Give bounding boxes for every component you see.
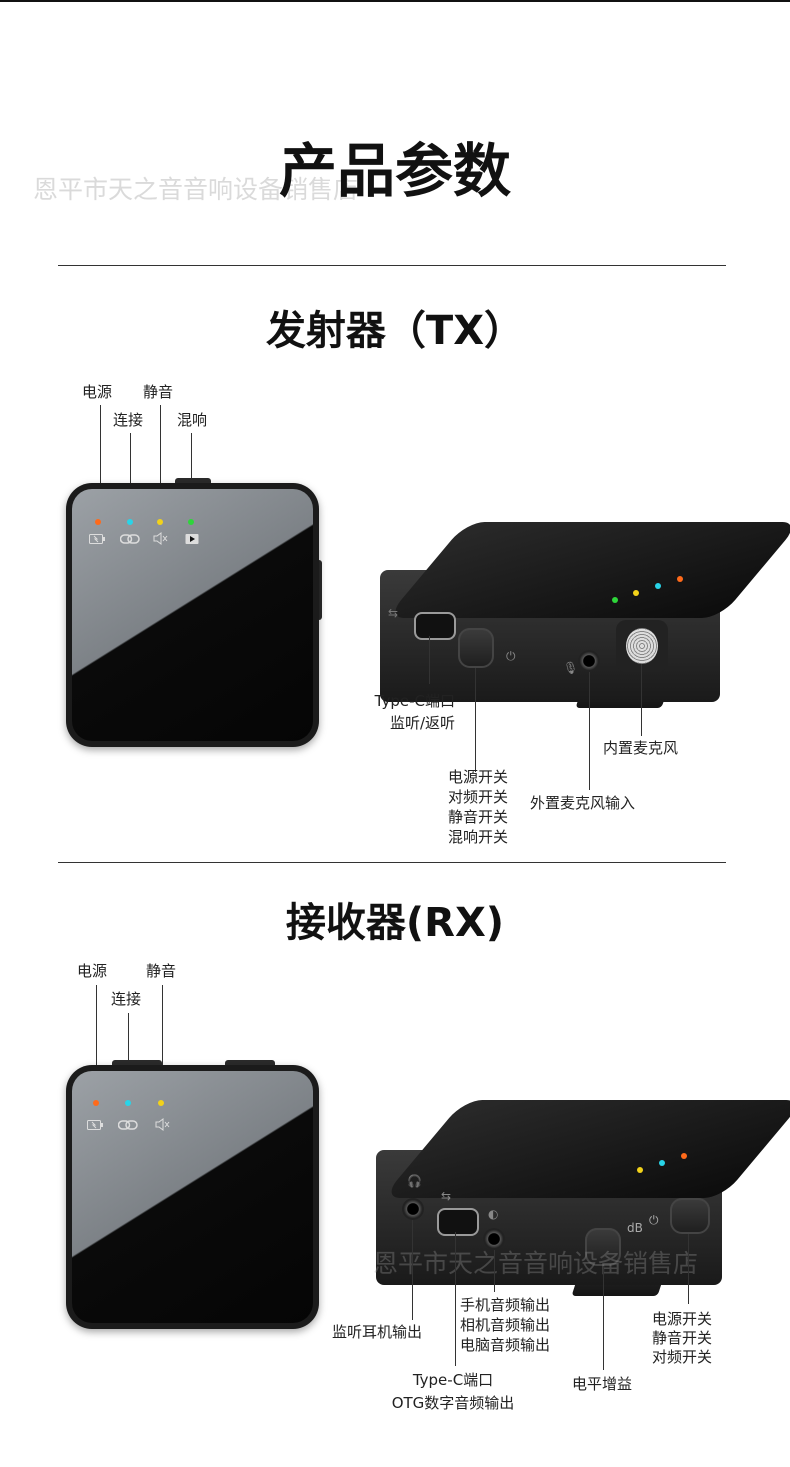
rx-label-connect: 连接 [111, 990, 142, 1008]
tx-top-button[interactable] [175, 478, 211, 486]
tx-line-port [429, 636, 430, 684]
rx-line-mute [162, 985, 163, 1097]
battery-icon [87, 1120, 103, 1133]
headphone-icon: 🎧 [407, 1174, 422, 1188]
page-title: 产品参数 [278, 137, 511, 205]
tx-mic-in-label: 外置麦克风输入 [530, 794, 636, 812]
tx-led-power [95, 519, 101, 525]
tx-mic-jack[interactable] [578, 650, 600, 672]
rx-gain-label: 电平增益 [572, 1375, 633, 1393]
rx-front-glass [72, 1071, 313, 1323]
tx-typec-port[interactable] [414, 612, 456, 640]
rx-audio-out-label-3: 电脑音频输出 [460, 1336, 551, 1354]
tx-iso-top [386, 522, 790, 618]
rx-line-gain [603, 1266, 604, 1370]
tx-front-device [66, 483, 319, 747]
link-icon [119, 534, 140, 547]
rx-line-audio-out [494, 1250, 495, 1292]
rx-label-mute: 静音 [146, 962, 177, 980]
play-icon [185, 532, 199, 548]
rx-switch-label-3: 对频开关 [652, 1348, 713, 1366]
tx-port-label-2: 监听/返听 [389, 714, 455, 732]
tx-front-glass [72, 489, 313, 741]
rx-headphone-jack[interactable] [402, 1198, 424, 1220]
rx-line-connect [128, 1013, 129, 1097]
tx-button-label-1: 电源开关 [447, 768, 508, 786]
tx-led-mix [188, 519, 194, 525]
tx-builtin-mic-label: 内置麦克风 [603, 739, 679, 757]
link-icon [117, 1120, 138, 1133]
tx-line-connect [130, 433, 131, 515]
rx-typec-label-2: OTG数字音频输出 [391, 1394, 515, 1412]
tx-line-builtin-mic [641, 664, 642, 736]
divider-2 [58, 862, 726, 863]
top-border [0, 0, 790, 2]
rx-iso-led-connect [659, 1160, 665, 1166]
rx-top-button-2[interactable] [225, 1060, 275, 1068]
rx-line-power [96, 985, 97, 1097]
rx-iso-led-mute [637, 1167, 643, 1173]
rx-iso-top [382, 1100, 790, 1198]
mic-icon: 🎙 [563, 661, 579, 675]
rx-audio-out-label-1: 手机音频输出 [460, 1296, 551, 1314]
rx-typec-label-1: Type-C端口 [412, 1371, 494, 1389]
tx-line-button [475, 668, 476, 772]
power-icon: ⏻ [649, 1213, 659, 1227]
tx-heading: 发射器（TX） [265, 308, 525, 354]
rx-front-device [66, 1065, 319, 1329]
tx-port-label-1: Type-C端口 [374, 692, 455, 710]
watermark-top: 恩平市天之音音响设备销售店 [33, 175, 359, 204]
rx-led-power [93, 1100, 99, 1106]
rx-gain-button[interactable] [585, 1228, 621, 1266]
tx-label-mute: 静音 [143, 383, 174, 401]
rx-audio-out-label-2: 相机音频输出 [460, 1316, 551, 1334]
watermark-bottom: 恩平市天之音音响设备销售店 [373, 1249, 699, 1278]
tx-label-connect: 连接 [113, 411, 144, 429]
tx-line-mic-in [589, 672, 590, 790]
rx-headphone-label: 监听耳机输出 [332, 1323, 423, 1341]
tx-multi-button[interactable] [458, 628, 494, 668]
rx-iso-led-power [681, 1153, 687, 1159]
tx-iso-led-connect [655, 583, 661, 589]
usb-icon: ⇆ [441, 1189, 452, 1203]
tx-button-label-4: 混响开关 [447, 828, 508, 846]
speaker-mute-icon [155, 1118, 171, 1134]
tx-line-mix [191, 433, 192, 515]
tx-led-connect [127, 519, 133, 525]
power-icon: ⏻ [506, 649, 516, 663]
tx-iso-led-mix [612, 597, 618, 603]
rx-audio-out-jack[interactable] [483, 1228, 505, 1250]
rx-multi-button[interactable] [670, 1198, 710, 1234]
rx-typec-port[interactable] [437, 1208, 479, 1236]
tx-button-label-2: 对频开关 [447, 788, 508, 806]
rx-line-typec [455, 1232, 456, 1366]
rx-label-power: 电源 [77, 962, 108, 980]
tx-label-mix: 混响 [177, 411, 208, 429]
rx-line-switch [688, 1234, 689, 1304]
rx-led-connect [125, 1100, 131, 1106]
speaker-mute-icon [153, 532, 169, 548]
rx-line-headphone [412, 1220, 413, 1320]
tx-label-power: 电源 [82, 383, 113, 401]
usb-icon: ⇆ [388, 606, 399, 620]
battery-icon [89, 534, 105, 547]
rx-switch-label-2: 静音开关 [652, 1329, 713, 1347]
db-icon: dB [627, 1221, 643, 1235]
rx-heading: 接收器(RX) [285, 900, 505, 946]
tx-iso-led-mute [633, 590, 639, 596]
output-jack-icon: ◐ [488, 1207, 499, 1221]
rx-top-button-1[interactable] [112, 1060, 162, 1068]
tx-line-power [100, 405, 101, 515]
tx-builtin-mic-grille [626, 628, 658, 664]
tx-iso-led-power [677, 576, 683, 582]
rx-led-mute [158, 1100, 164, 1106]
tx-button-label-3: 静音开关 [447, 808, 508, 826]
tx-line-mute [160, 405, 161, 515]
divider-1 [58, 265, 726, 266]
tx-led-mute [157, 519, 163, 525]
rx-switch-label-1: 电源开关 [652, 1310, 713, 1328]
